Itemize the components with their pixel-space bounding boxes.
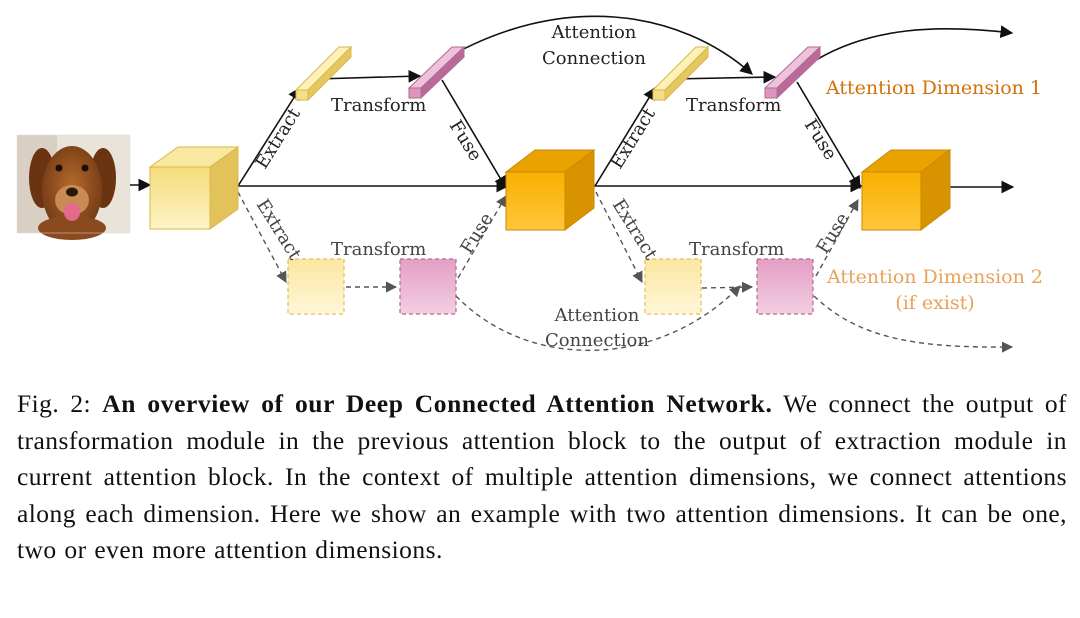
attention-connection-out-1: [815, 25, 1014, 61]
caption-body: We connect the output of transformation …: [17, 389, 1067, 564]
transform-arrow-dim2-2: [701, 281, 754, 293]
fuse-label-1: Fuse: [445, 117, 486, 165]
extract-arrow-dim2-2: [595, 191, 643, 283]
fused-cube-1: [504, 148, 596, 232]
attention-dimension-2-note: (if exist): [895, 292, 974, 314]
feature-cube: [148, 146, 240, 230]
extract-arrow-2: [594, 86, 656, 187]
extract-label-1: Extract: [251, 104, 305, 173]
fuse-arrow-2: [796, 81, 861, 190]
input-dog-image: [16, 134, 131, 240]
transform-label-dim2-2: Transform: [689, 239, 784, 260]
extract-block-dim2-1: [287, 258, 345, 315]
transform-bar-1: [407, 45, 466, 100]
extract-block-dim2-2: [644, 258, 702, 315]
transform-label-2: Transform: [686, 95, 781, 116]
attention-connection-label-2-line2: Connection: [545, 330, 649, 351]
transform-label-dim2-1: Transform: [331, 239, 426, 260]
fuse-label-2: Fuse: [800, 116, 841, 164]
extract-arrow-dim2-1: [237, 191, 287, 283]
attention-dimension-1-label: Attention Dimension 1: [825, 77, 1042, 99]
transform-label-1: Transform: [331, 95, 426, 116]
caption-title: An overview of our Deep Connected Attent…: [102, 389, 773, 418]
transform-block-dim2-1: [399, 258, 457, 315]
attention-connection-1: [439, 15, 753, 75]
fuse-arrow-dim2-1: [457, 195, 507, 279]
fuse-arrow-1: [441, 79, 507, 190]
fused-cube-2: [860, 148, 952, 232]
transform-arrow-1: [315, 69, 422, 83]
fuse-label-dim2-1: Fuse: [456, 209, 497, 257]
fuse-arrow-dim2-2: [815, 199, 859, 277]
attention-connection-label-1-line2: Connection: [542, 48, 646, 69]
figure-caption: Fig. 2: An overview of our Deep Connecte…: [17, 386, 1067, 569]
extract-bar-1: [294, 45, 353, 102]
extract-label-dim2-2: Extract: [608, 196, 662, 265]
extract-arrow-1: [237, 86, 301, 187]
fuse-label-dim2-2: Fuse: [812, 209, 853, 257]
attention-connection-dim2: [455, 285, 741, 352]
transform-arrow-2: [671, 70, 777, 84]
attention-connection-out-dim2: [813, 295, 1014, 353]
caption-prefix: Fig. 2:: [17, 389, 92, 418]
extract-label-2: Extract: [606, 104, 660, 173]
extract-bar-2: [651, 45, 710, 102]
attention-connection-label-2-line1: Attention: [554, 305, 640, 326]
transform-block-dim2-2: [756, 258, 814, 315]
attention-connection-label-1-line1: Attention: [551, 22, 637, 43]
attention-dimension-2-label: Attention Dimension 2: [826, 266, 1043, 288]
extract-label-dim2-1: Extract: [252, 196, 306, 265]
transform-bar-2: [763, 45, 822, 100]
architecture-diagram: Extract Extract Transform Transform Fuse…: [16, 15, 1043, 353]
